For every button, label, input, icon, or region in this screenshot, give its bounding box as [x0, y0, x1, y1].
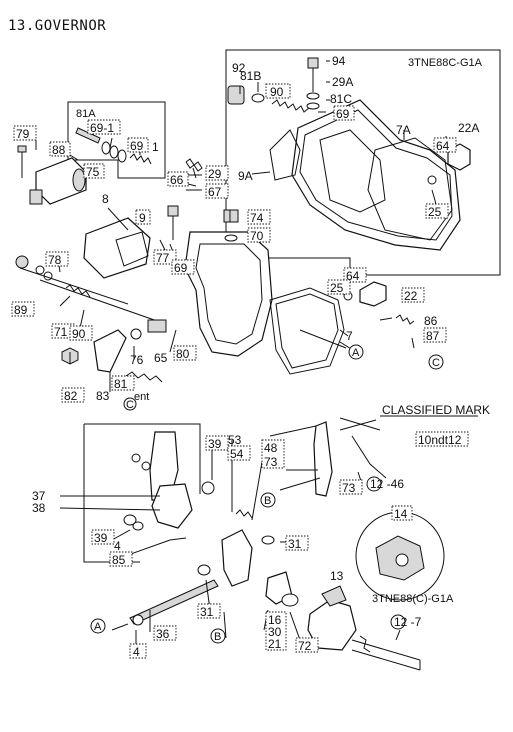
callout-77: 77	[156, 251, 170, 265]
callout-87: 87	[426, 329, 440, 343]
callout-64: 64	[436, 139, 450, 153]
classified-mark: CLASSIFIED MARK	[382, 403, 490, 417]
governor-housing	[15, 158, 415, 383]
callout-81A: 81A	[76, 108, 96, 120]
callout-86: 86	[424, 314, 438, 328]
callout-10-12: 10ndt12	[418, 433, 462, 447]
callout-69: 69	[130, 139, 144, 153]
callout-66: 66	[170, 173, 184, 187]
callout-21: 21	[268, 637, 282, 651]
callout-65: 65	[154, 351, 168, 365]
callout-75: 75	[86, 165, 100, 179]
callout-70: 70	[250, 229, 264, 243]
callout-54: 54	[230, 447, 244, 461]
callout-69b: 69	[174, 261, 188, 275]
variant-label-inset: 3TNE88(C)-G1A	[372, 593, 454, 605]
callout-85: 85	[112, 553, 126, 567]
variant-inset-top: 3TNE88C-G1A	[225, 49, 501, 276]
callout-90b: 90	[270, 85, 284, 99]
callout-22A: 22A	[458, 121, 479, 135]
lower-linkage	[83, 417, 445, 671]
callout-25: 25	[428, 205, 442, 219]
callout-67: 67	[208, 185, 222, 199]
callout-30: 30	[268, 625, 282, 639]
callout-53: 53	[228, 433, 242, 447]
callouts: 79 81A 69-1 69 1 88 75 8 9 66 29 67 74 7…	[11, 54, 490, 659]
circle-C2: C	[126, 399, 134, 411]
callout-69c: 69	[336, 107, 350, 121]
callout-92: 92	[232, 61, 246, 75]
callout-31: 31	[288, 537, 302, 551]
callout-81: 81	[114, 377, 128, 391]
callout-72: 72	[298, 639, 312, 653]
circle-A2: A	[94, 621, 102, 633]
callout-74: 74	[250, 211, 264, 225]
callout-29: 29	[208, 167, 222, 181]
circle-B2: B	[214, 631, 221, 643]
callout-94: 94	[332, 54, 346, 68]
callout-48: 48	[264, 441, 278, 455]
callout-9: 9	[139, 211, 146, 225]
callout-64b: 64	[346, 269, 360, 283]
callout-16: 16	[268, 613, 282, 627]
callout-73b: 73	[342, 481, 356, 495]
page-title: 13.GOVERNOR	[8, 18, 107, 34]
callout-89: 89	[14, 303, 28, 317]
callout-25b: 25	[330, 281, 344, 295]
callout-13: 13	[330, 569, 344, 583]
circle-C: C	[432, 357, 440, 369]
callout-22: 22	[404, 289, 418, 303]
callout-4: 4	[114, 539, 121, 553]
callout-37: 37	[32, 489, 46, 503]
callout-4b: 4	[133, 645, 140, 659]
callout-83: 83	[96, 389, 110, 403]
solenoid-group	[17, 101, 166, 205]
callout-14: 14	[394, 507, 408, 521]
callout-79: 79	[16, 127, 30, 141]
callout-82: 82	[64, 389, 78, 403]
callout-90: 90	[72, 327, 86, 341]
circle-A: A	[352, 347, 360, 359]
callout-73: 73	[264, 455, 278, 469]
callout-12-46: 12 -46	[370, 477, 404, 491]
callout-39: 39	[208, 437, 222, 451]
callout-1: 1	[152, 140, 159, 154]
callout-29A: 29A	[332, 75, 353, 89]
callout-36: 36	[156, 627, 170, 641]
callout-39b: 39	[94, 531, 108, 545]
callout-78: 78	[48, 253, 62, 267]
callout-71: 71	[54, 325, 68, 339]
callout-76: 76	[130, 353, 144, 367]
callout-31b: 31	[200, 605, 214, 619]
callout-7: 7	[346, 329, 353, 343]
variant-label-top: 3TNE88C-G1A	[408, 57, 483, 69]
callout-ent: ent	[134, 391, 149, 403]
callout-38: 38	[32, 501, 46, 515]
callout-9A: 9A	[238, 169, 253, 183]
callout-80: 80	[176, 347, 190, 361]
callout-box	[13, 125, 37, 141]
callout-81C: 81C	[330, 92, 352, 106]
callout-12-7: 12 -7	[394, 615, 422, 629]
callout-81B: 81B	[240, 69, 261, 83]
callout-88: 88	[52, 143, 66, 157]
callout-7A: 7A	[396, 123, 411, 137]
callout-69-1: 69-1	[90, 121, 114, 135]
callout-8: 8	[102, 192, 109, 206]
circle-B: B	[264, 495, 271, 507]
